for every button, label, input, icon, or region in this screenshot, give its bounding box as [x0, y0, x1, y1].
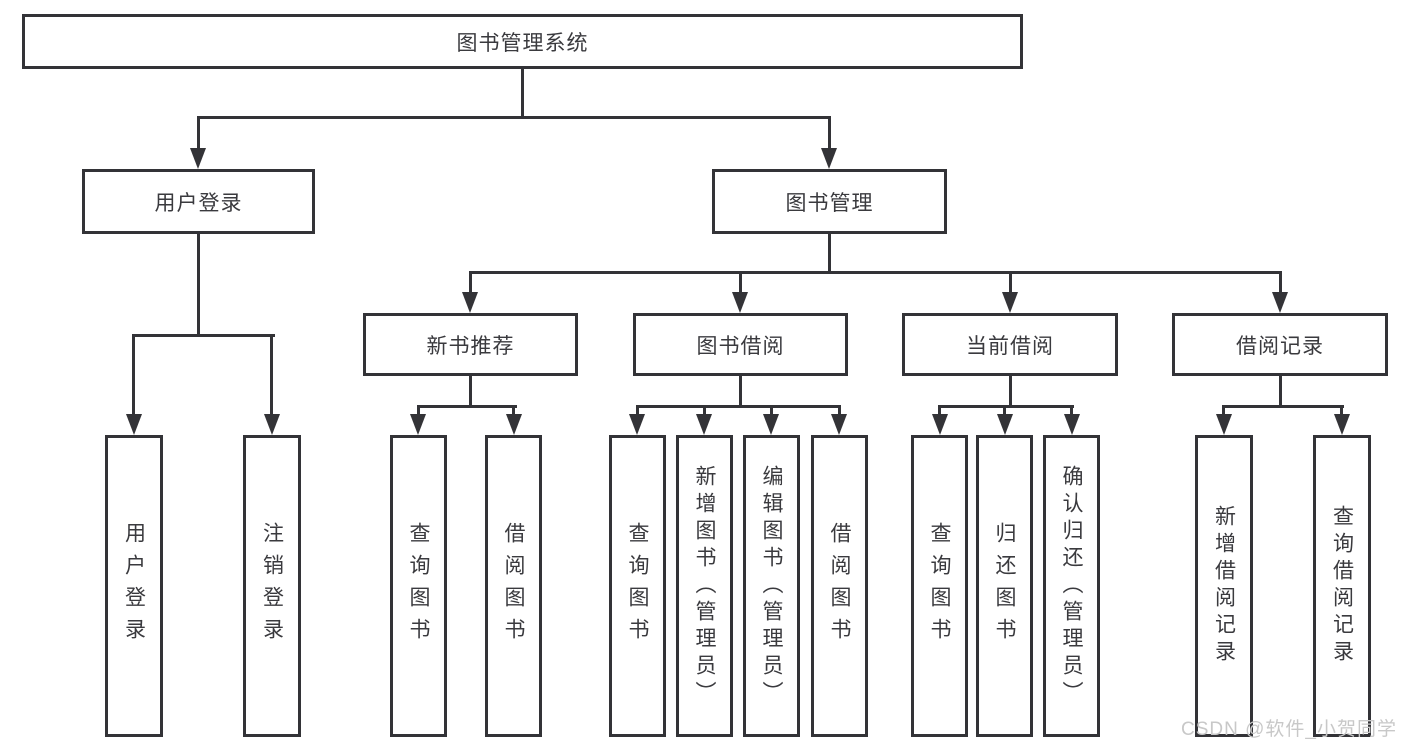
arrow-down — [763, 414, 779, 435]
connector-line — [1009, 274, 1012, 292]
node-current-borrowing: 当前借阅 — [902, 313, 1118, 376]
connector-line — [270, 337, 273, 414]
connector-line — [1340, 408, 1343, 415]
arrow-down — [696, 414, 712, 435]
node-borrowing-records-label: 借阅记录 — [1236, 334, 1324, 358]
arrow-down — [831, 414, 847, 435]
leaf-query-books-borrowing: 查询图书 — [609, 435, 666, 737]
connector-line — [1009, 376, 1012, 408]
arrow-down — [997, 414, 1013, 435]
connector-line — [938, 408, 941, 415]
node-user-login: 用户登录 — [82, 169, 315, 234]
leaf-borrow-books-recommend-label: 借阅图书 — [502, 522, 525, 650]
leaf-return-books-label: 归还图书 — [993, 522, 1016, 650]
leaf-confirm-return-admin: 确认归还（管理员） — [1043, 435, 1100, 737]
arrow-down — [506, 414, 522, 435]
connector-line — [197, 116, 831, 119]
arrow-down — [126, 414, 142, 435]
connector-line — [828, 234, 831, 273]
connector-line — [770, 408, 773, 415]
connector-line — [197, 119, 200, 148]
watermark: CSDN @软件_小贺同学 — [1181, 719, 1397, 740]
connector-line — [521, 69, 524, 118]
node-user-login-label: 用户登录 — [154, 191, 243, 215]
leaf-add-borrow-record-label: 新增借阅记录 — [1212, 505, 1236, 667]
leaf-return-books: 归还图书 — [976, 435, 1033, 737]
connector-line — [938, 405, 1074, 408]
connector-line — [739, 274, 742, 292]
node-library-system-label: 图书管理系统 — [456, 31, 589, 55]
leaf-query-books-current-label: 查询图书 — [928, 522, 951, 650]
connector-line — [1222, 408, 1225, 415]
leaf-edit-books-admin: 编辑图书（管理员） — [743, 435, 800, 737]
connector-line — [1222, 405, 1344, 408]
arrow-down — [410, 414, 426, 435]
node-book-management-label: 图书管理 — [785, 191, 874, 215]
arrow-down — [1216, 414, 1232, 435]
connector-line — [739, 376, 742, 408]
arrow-down — [821, 148, 837, 169]
connector-line — [469, 271, 1282, 274]
connector-line — [132, 334, 275, 337]
leaf-query-books-recommend: 查询图书 — [390, 435, 447, 737]
leaf-borrow-books-recommend: 借阅图书 — [485, 435, 542, 737]
connector-line — [1279, 376, 1282, 408]
connector-line — [469, 376, 472, 408]
leaf-logout: 注销登录 — [243, 435, 301, 737]
connector-line — [1279, 274, 1282, 292]
connector-line — [197, 234, 200, 336]
leaf-user-login: 用户登录 — [105, 435, 163, 737]
node-book-management: 图书管理 — [712, 169, 947, 234]
connector-line — [636, 408, 639, 415]
arrow-down — [1064, 414, 1080, 435]
leaf-confirm-return-admin-label: 确认归还（管理员） — [1060, 464, 1083, 708]
leaf-borrow-books-borrowing: 借阅图书 — [811, 435, 868, 737]
connector-line — [838, 408, 841, 415]
leaf-add-borrow-record: 新增借阅记录 — [1195, 435, 1253, 737]
arrow-down — [1334, 414, 1350, 435]
arrow-down — [732, 292, 748, 313]
connector-line — [469, 274, 472, 292]
node-new-book-recommend-label: 新书推荐 — [426, 334, 515, 358]
arrow-down — [462, 292, 478, 313]
leaf-add-books-admin: 新增图书（管理员） — [676, 435, 733, 737]
connector-line — [828, 119, 831, 148]
arrow-down — [190, 148, 206, 169]
arrow-down — [629, 414, 645, 435]
leaf-query-borrow-record: 查询借阅记录 — [1313, 435, 1371, 737]
leaf-query-books-current: 查询图书 — [911, 435, 968, 737]
leaf-user-login-label: 用户登录 — [122, 522, 146, 650]
arrow-down — [264, 414, 280, 435]
connector-line — [417, 408, 420, 415]
leaf-query-borrow-record-label: 查询借阅记录 — [1330, 505, 1354, 667]
connector-line — [512, 408, 515, 415]
connector-line — [636, 405, 841, 408]
node-new-book-recommend: 新书推荐 — [363, 313, 578, 376]
node-library-system: 图书管理系统 — [22, 14, 1023, 69]
node-current-borrowing-label: 当前借阅 — [966, 334, 1054, 358]
leaf-borrow-books-borrowing-label: 借阅图书 — [828, 522, 851, 650]
leaf-query-books-borrowing-label: 查询图书 — [626, 522, 649, 650]
arrow-down — [932, 414, 948, 435]
arrow-down — [1002, 292, 1018, 313]
node-book-borrowing-label: 图书借阅 — [696, 334, 785, 358]
connector-line — [703, 408, 706, 415]
connector-line — [1070, 408, 1073, 415]
node-borrowing-records: 借阅记录 — [1172, 313, 1388, 376]
leaf-query-books-recommend-label: 查询图书 — [407, 522, 430, 650]
leaf-logout-label: 注销登录 — [260, 522, 284, 650]
connector-line — [132, 337, 135, 414]
connector-line — [417, 405, 517, 408]
connector-line — [1003, 408, 1006, 415]
leaf-add-books-admin-label: 新增图书（管理员） — [693, 464, 716, 708]
node-book-borrowing: 图书借阅 — [633, 313, 848, 376]
arrow-down — [1272, 292, 1288, 313]
leaf-edit-books-admin-label: 编辑图书（管理员） — [760, 464, 783, 708]
